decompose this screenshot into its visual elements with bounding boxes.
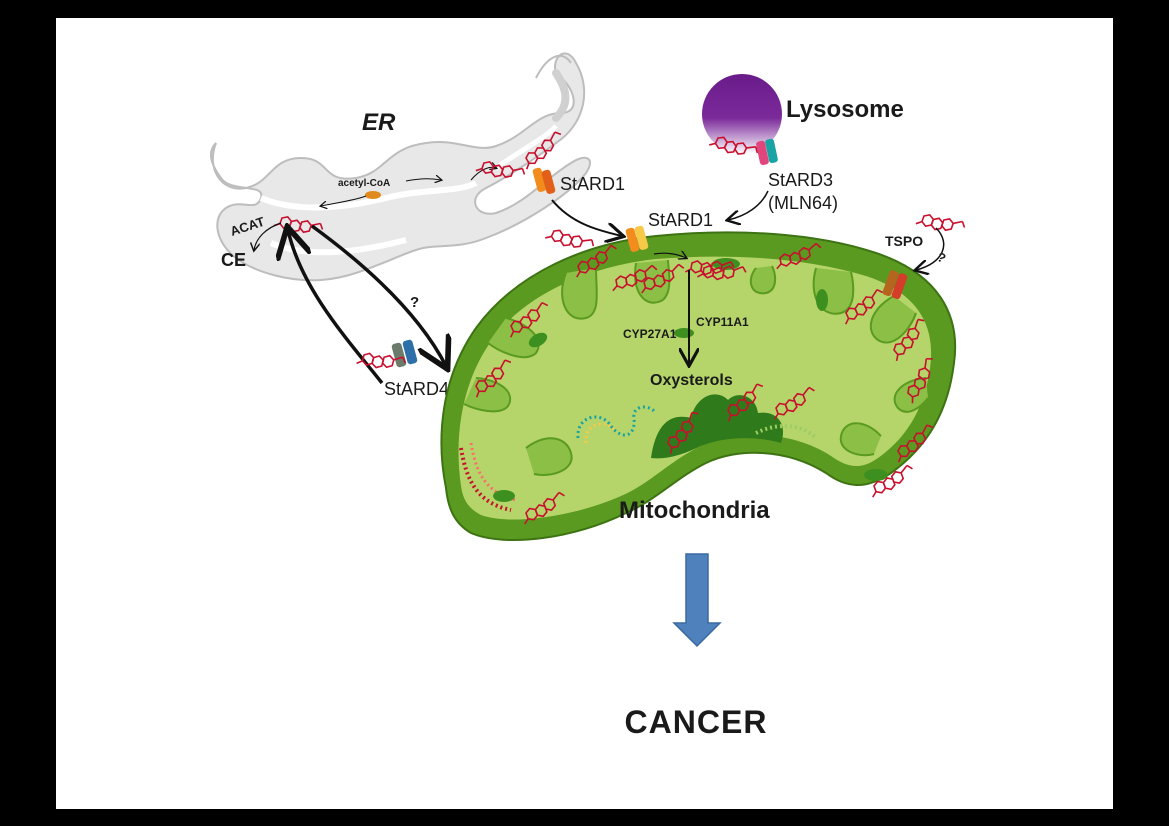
acetyl-coa-to-cholesterol-arrow xyxy=(405,179,441,181)
stard3-label: StARD3 xyxy=(768,170,833,190)
lysosome-body xyxy=(702,74,782,154)
down-arrow-icon xyxy=(672,553,722,648)
acetyl-coa-to-acat-arrow xyxy=(321,195,367,206)
slide: ER acetyl-CoA ACAT CE ? StARD4 StARD1 Ly… xyxy=(56,18,1113,809)
stard1-mito-label: StARD1 xyxy=(648,210,713,230)
er-to-mito-arrow xyxy=(310,224,446,366)
ce-label: CE xyxy=(221,250,246,270)
er-synthesis-arrow xyxy=(470,167,496,181)
endoplasmic-reticulum xyxy=(210,52,591,282)
stard1-er-transporter-icon xyxy=(532,167,556,194)
stard1-mito-transporter-icon xyxy=(625,225,649,252)
mitochondrion xyxy=(440,231,957,542)
mitochondria-label: Mitochondria xyxy=(619,497,770,524)
stard4-label: StARD4 xyxy=(384,379,449,399)
mln64-label: (MLN64) xyxy=(768,193,838,213)
question-tspo-label: ? xyxy=(935,249,949,266)
mito-to-er-arrow xyxy=(288,230,384,385)
tspo-import-arrow xyxy=(916,227,945,270)
cancer-label: CANCER xyxy=(625,704,768,740)
acetyl-coa-label: acetyl-CoA xyxy=(338,178,390,189)
lysosome-label: Lysosome xyxy=(786,96,904,123)
stard3-transporter-icon xyxy=(756,138,778,166)
stard4-transporter-icon xyxy=(391,339,418,368)
oxysterols-label: Oxysterols xyxy=(650,372,733,389)
cyp11a1-label: CYP11A1 xyxy=(696,315,749,329)
question-er-label: ? xyxy=(410,294,419,311)
cyp27a1-label: CYP27A1 xyxy=(623,327,677,341)
er-label: ER xyxy=(362,109,396,136)
tspo-label: TSPO xyxy=(885,233,923,249)
stard1-er-to-mito-arrow xyxy=(551,199,622,236)
stard1-import-arrow xyxy=(653,253,686,258)
acetyl-coa-blob xyxy=(365,191,381,199)
tspo-transporter-icon xyxy=(882,270,908,300)
stard1-er-label: StARD1 xyxy=(560,174,625,194)
stard3-to-mito-arrow xyxy=(728,190,769,220)
mitochondria-cholesterol-diagram: ER acetyl-CoA ACAT CE ? StARD4 StARD1 Ly… xyxy=(210,52,968,740)
